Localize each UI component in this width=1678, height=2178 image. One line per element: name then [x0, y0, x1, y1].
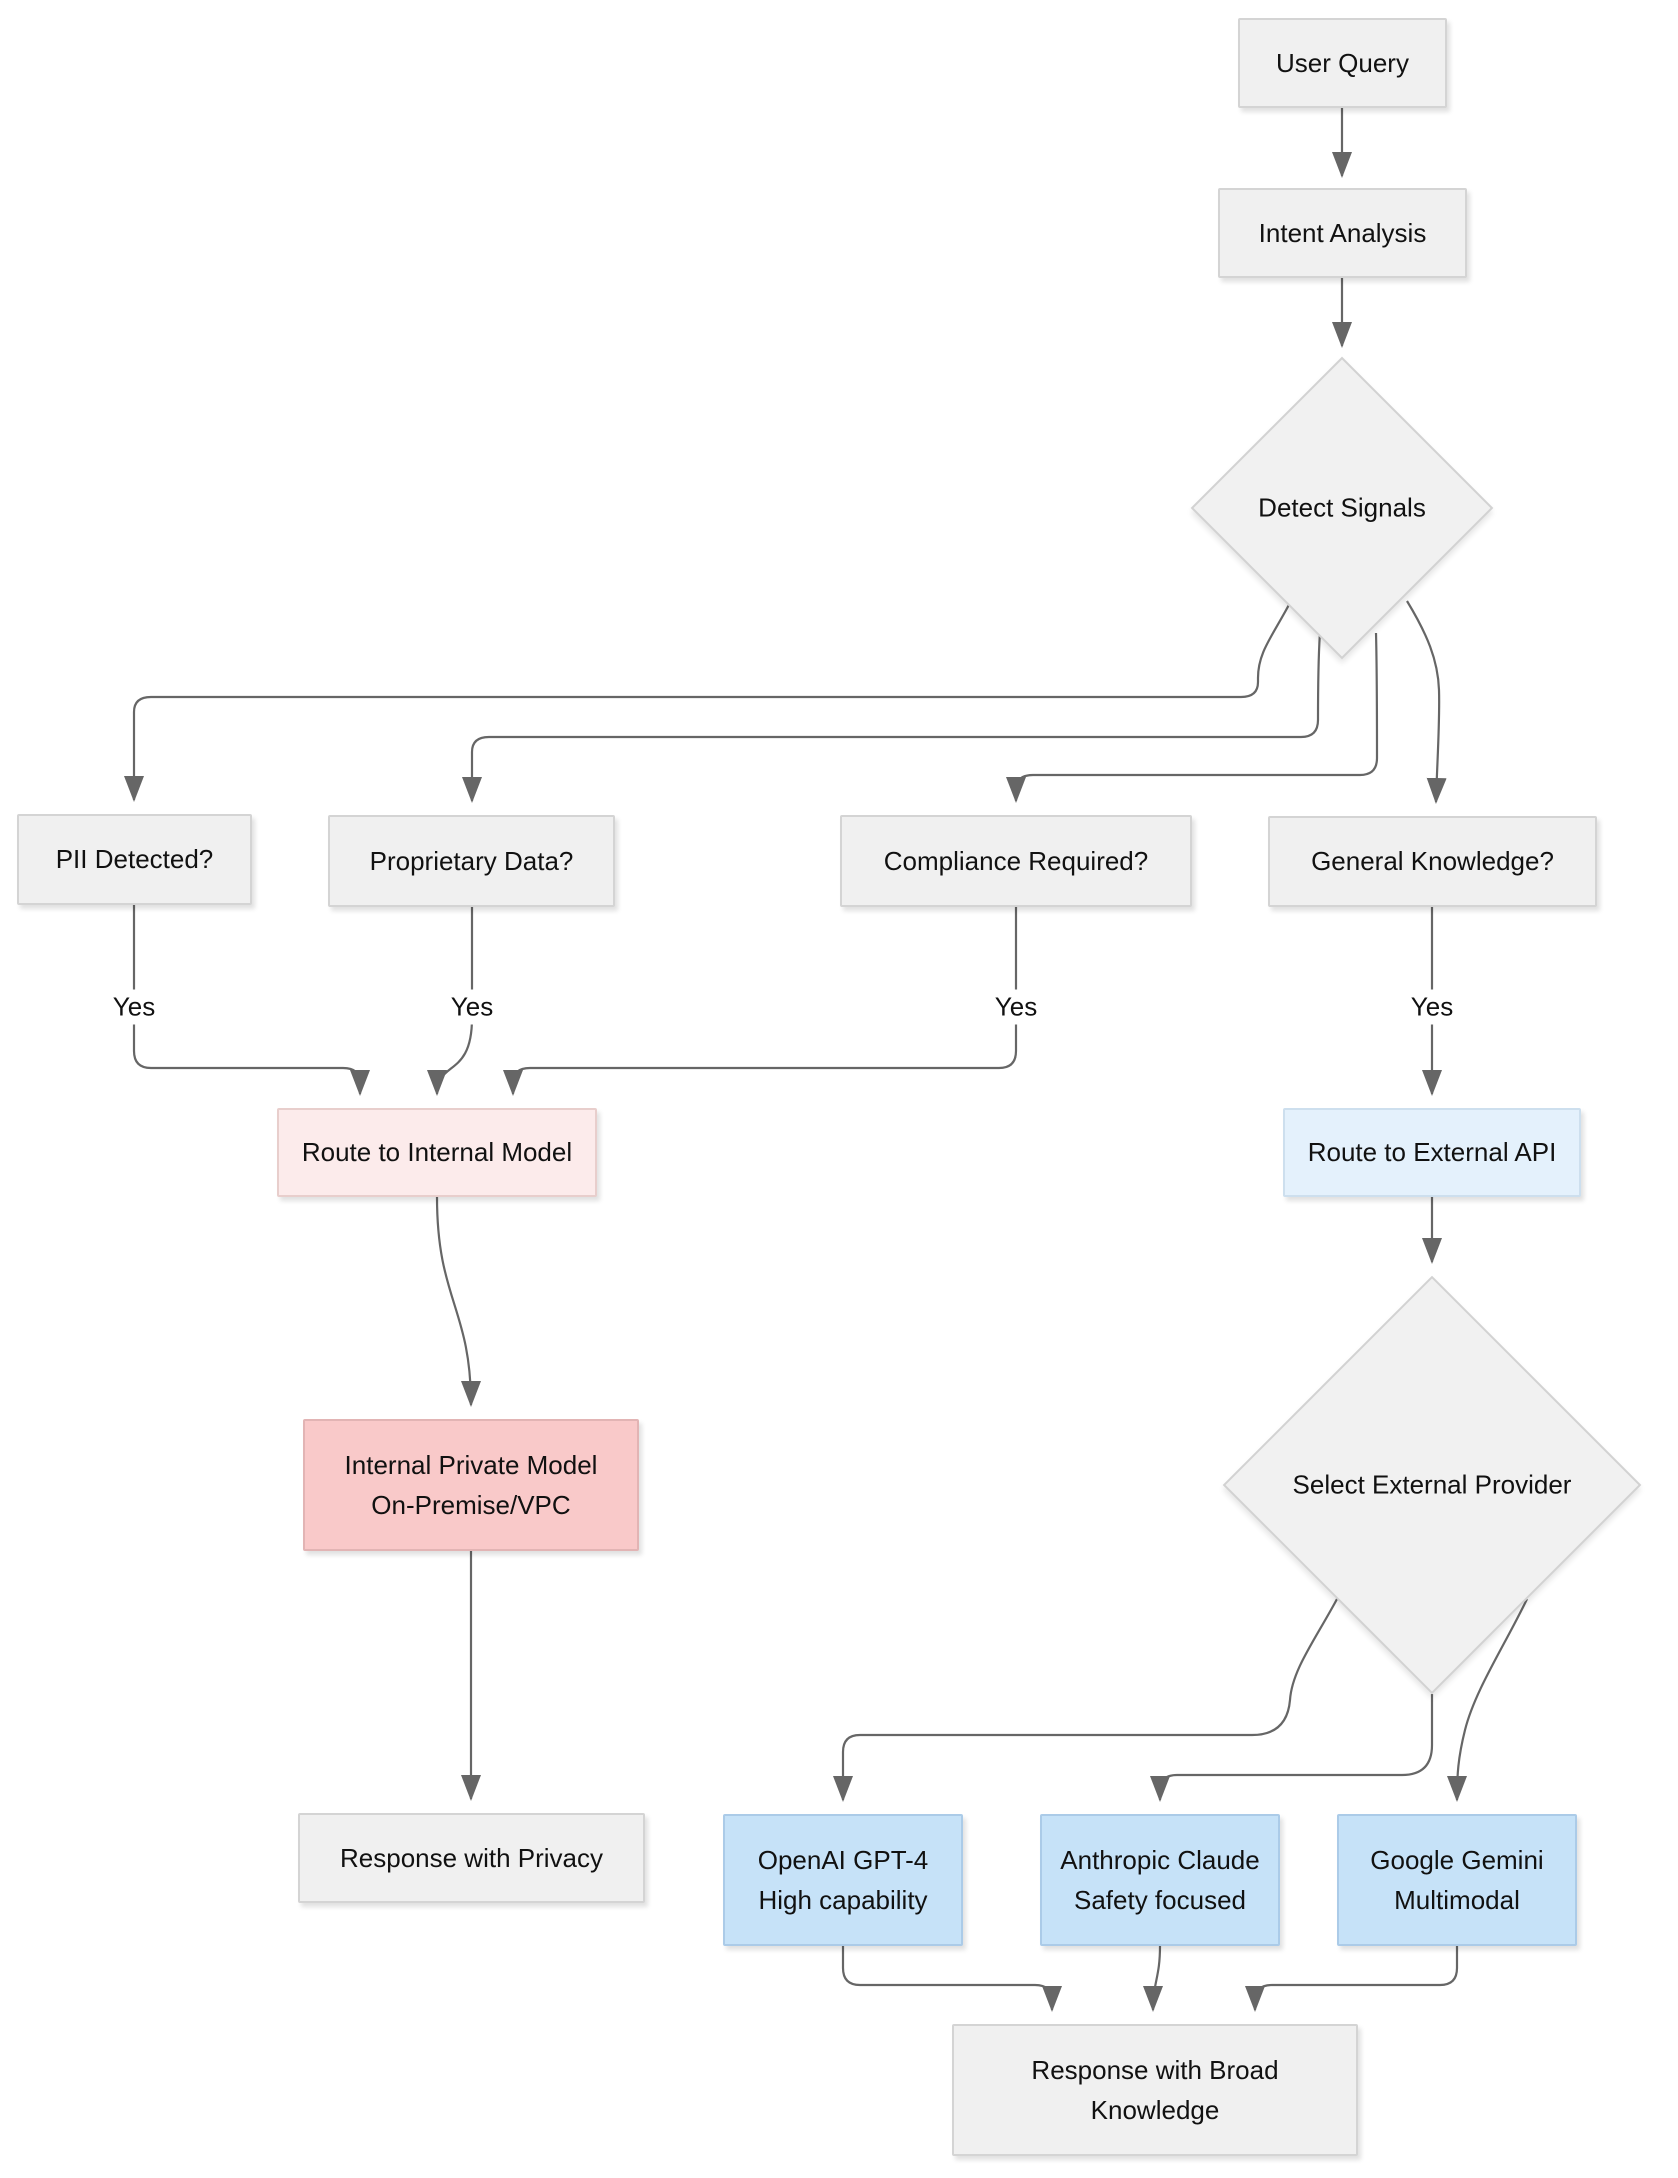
node-response-broad-knowledge-line1: Response with Broad: [1031, 2054, 1279, 2085]
node-proprietary-data: Proprietary Data?: [328, 815, 615, 907]
node-google-gemini-line2: Multimodal: [1394, 1885, 1520, 1915]
edge-select-to-anthropic: [1150, 1694, 1434, 1802]
decision-select-provider-label: Select External Provider: [1292, 1469, 1572, 1500]
node-anthropic-claude-line1: Anthropic Claude: [1060, 1844, 1260, 1875]
node-route-external-api: Route to External API: [1283, 1108, 1581, 1197]
node-response-privacy: Response with Privacy: [298, 1813, 645, 1903]
decision-detect-signals-label: Detect Signals: [1258, 492, 1426, 523]
node-openai-gpt4: OpenAI GPT-4 High capability: [723, 1814, 963, 1946]
node-route-internal-model-label: Route to Internal Model: [301, 1137, 573, 1168]
node-response-privacy-label: Response with Privacy: [340, 1842, 603, 1873]
edge-label-yes-general: Yes: [1400, 989, 1464, 1025]
edge-compliance-yes-to-route-internal: [503, 907, 1018, 1096]
edge-gemini-to-response-broad: [1245, 1946, 1459, 2012]
node-route-internal-model: Route to Internal Model: [277, 1108, 597, 1197]
edge-select-to-gemini: [1447, 1598, 1528, 1802]
node-general-knowledge: General Knowledge?: [1268, 816, 1597, 907]
edge-detect-to-pii: [124, 600, 1292, 802]
edge-label-yes-compliance: Yes: [984, 989, 1048, 1025]
node-internal-private-model: Internal Private Model On-Premise/VPC: [303, 1419, 639, 1551]
node-proprietary-data-label: Proprietary Data?: [369, 845, 574, 876]
edge-openai-to-response-broad: [841, 1946, 1062, 2012]
node-anthropic-claude: Anthropic Claude Safety focused: [1040, 1814, 1280, 1946]
node-internal-private-model-line2: On-Premise/VPC: [371, 1490, 571, 1520]
node-compliance-required-label: Compliance Required?: [883, 845, 1149, 876]
node-pii-detected: PII Detected?: [17, 814, 252, 905]
edge-select-to-openai: [833, 1598, 1338, 1802]
node-compliance-required: Compliance Required?: [840, 815, 1192, 907]
edge-pii-yes-to-route-internal: [132, 905, 370, 1096]
node-response-broad-knowledge: Response with Broad Knowledge: [952, 2024, 1358, 2156]
edge-proprietary-yes-to-route-internal: [427, 907, 474, 1096]
node-response-broad-knowledge-line2: Knowledge: [1090, 2095, 1220, 2125]
node-google-gemini-line1: Google Gemini: [1370, 1844, 1544, 1875]
node-route-external-api-label: Route to External API: [1307, 1137, 1557, 1168]
node-anthropic-claude-line2: Safety focused: [1074, 1885, 1246, 1915]
node-google-gemini: Google Gemini Multimodal: [1337, 1814, 1577, 1946]
edge-detect-to-proprietary: [462, 631, 1322, 803]
node-general-knowledge-label: General Knowledge?: [1311, 846, 1554, 877]
edge-label-yes-proprietary: Yes: [440, 989, 504, 1025]
edge-route-internal-to-private-model: [435, 1196, 481, 1407]
node-openai-gpt4-line1: OpenAI GPT-4: [757, 1844, 929, 1875]
edge-anthropic-to-response-broad: [1143, 1945, 1164, 2012]
node-internal-private-model-line1: Internal Private Model: [344, 1449, 598, 1480]
node-pii-detected-label: PII Detected?: [55, 844, 214, 875]
node-intent-analysis-label: Intent Analysis: [1258, 217, 1427, 248]
node-openai-gpt4-line2: High capability: [758, 1885, 928, 1915]
node-intent-analysis: Intent Analysis: [1218, 188, 1467, 278]
edge-label-yes-pii: Yes: [102, 989, 166, 1025]
node-user-query-label: User Query: [1276, 47, 1409, 78]
edge-detect-to-general: [1406, 600, 1447, 804]
edge-detect-to-compliance: [1006, 632, 1379, 803]
node-user-query: User Query: [1238, 18, 1447, 108]
